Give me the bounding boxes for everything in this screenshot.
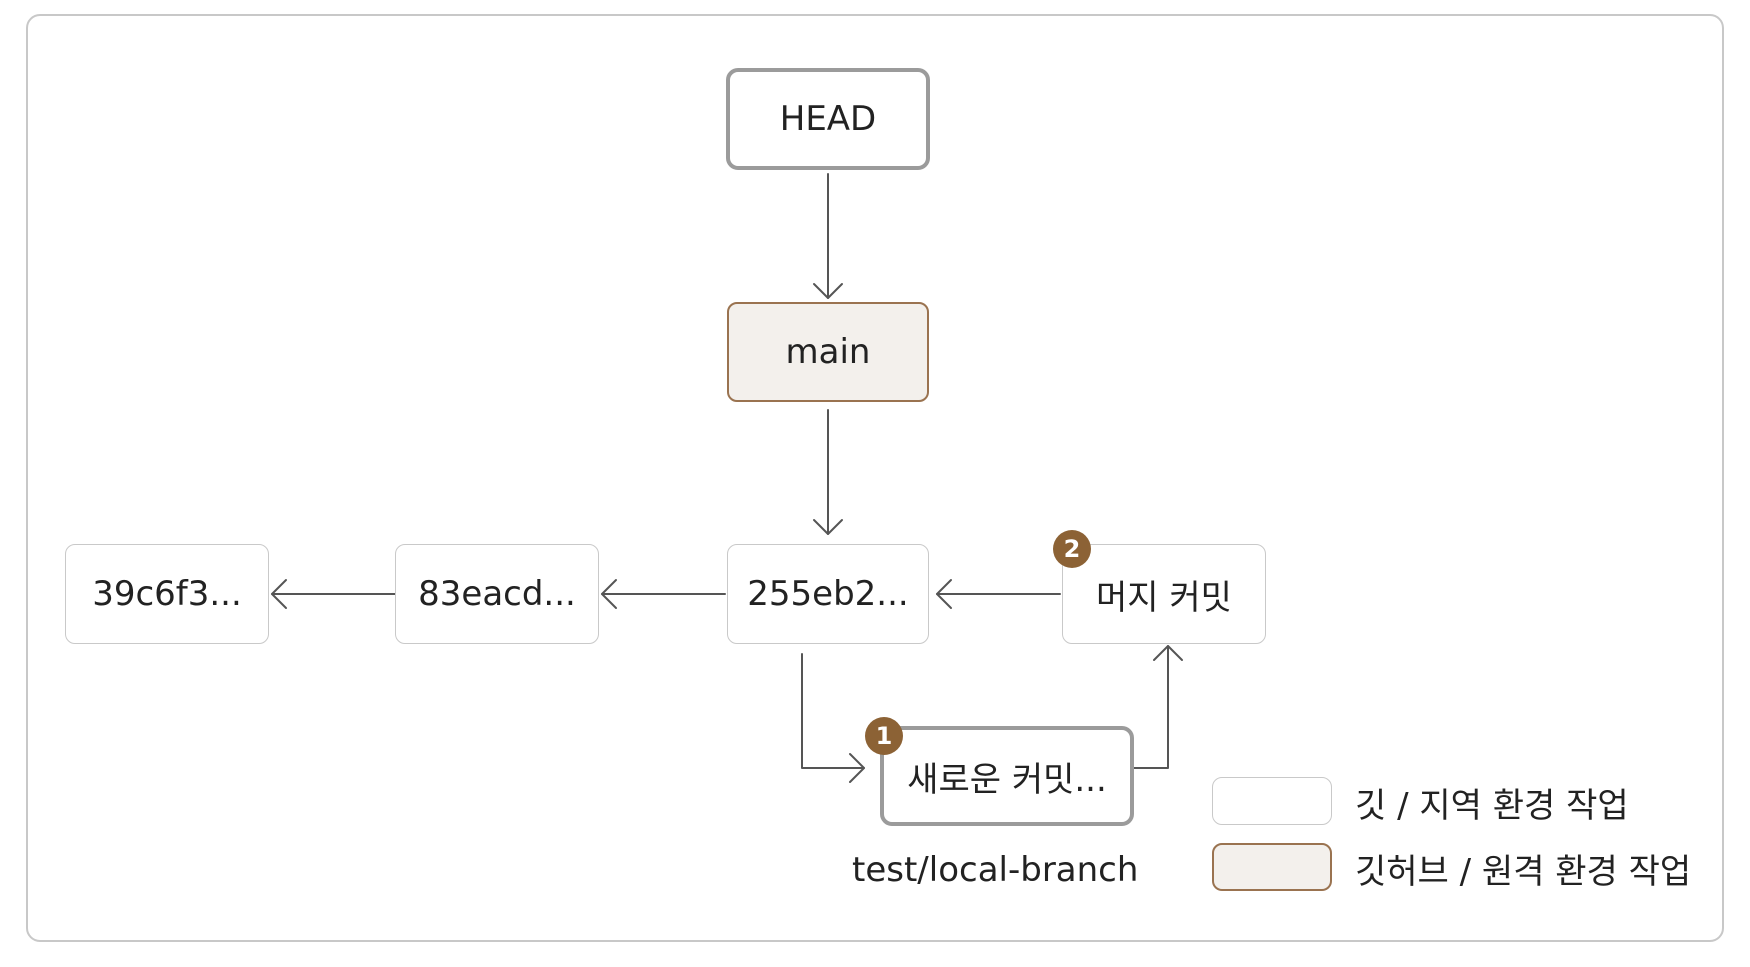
commit-label-39c6f3: 39c6f3... xyxy=(92,574,242,614)
merge-commit-node: 머지 커밋 xyxy=(1062,544,1266,644)
commit-label-83eacd: 83eacd... xyxy=(418,574,576,614)
step-badge-1: 1 xyxy=(865,717,903,755)
new-commit-label: 새로운 커밋... xyxy=(907,759,1107,800)
legend-label-remote: 깃허브 / 원격 환경 작업 xyxy=(1355,852,1692,892)
head-label: HEAD xyxy=(779,99,877,139)
step-badge-2: 2 xyxy=(1053,530,1091,568)
main-branch-node: main xyxy=(727,302,929,402)
commit-node-83eacd: 83eacd... xyxy=(395,544,599,644)
commit-label-255eb2: 255eb2... xyxy=(747,574,909,614)
head-node: HEAD xyxy=(726,68,930,170)
new-commit-node: 새로운 커밋... xyxy=(880,726,1134,826)
legend-label-local: 깃 / 지역 환경 작업 xyxy=(1355,786,1629,826)
commit-node-39c6f3: 39c6f3... xyxy=(65,544,269,644)
branch-name-label: test/local-branch xyxy=(852,850,1139,890)
commit-node-255eb2: 255eb2... xyxy=(727,544,929,644)
legend-swatch-remote xyxy=(1212,843,1332,891)
merge-commit-label: 머지 커밋 xyxy=(1096,577,1232,618)
main-label: main xyxy=(785,332,871,372)
legend-swatch-local xyxy=(1212,777,1332,825)
